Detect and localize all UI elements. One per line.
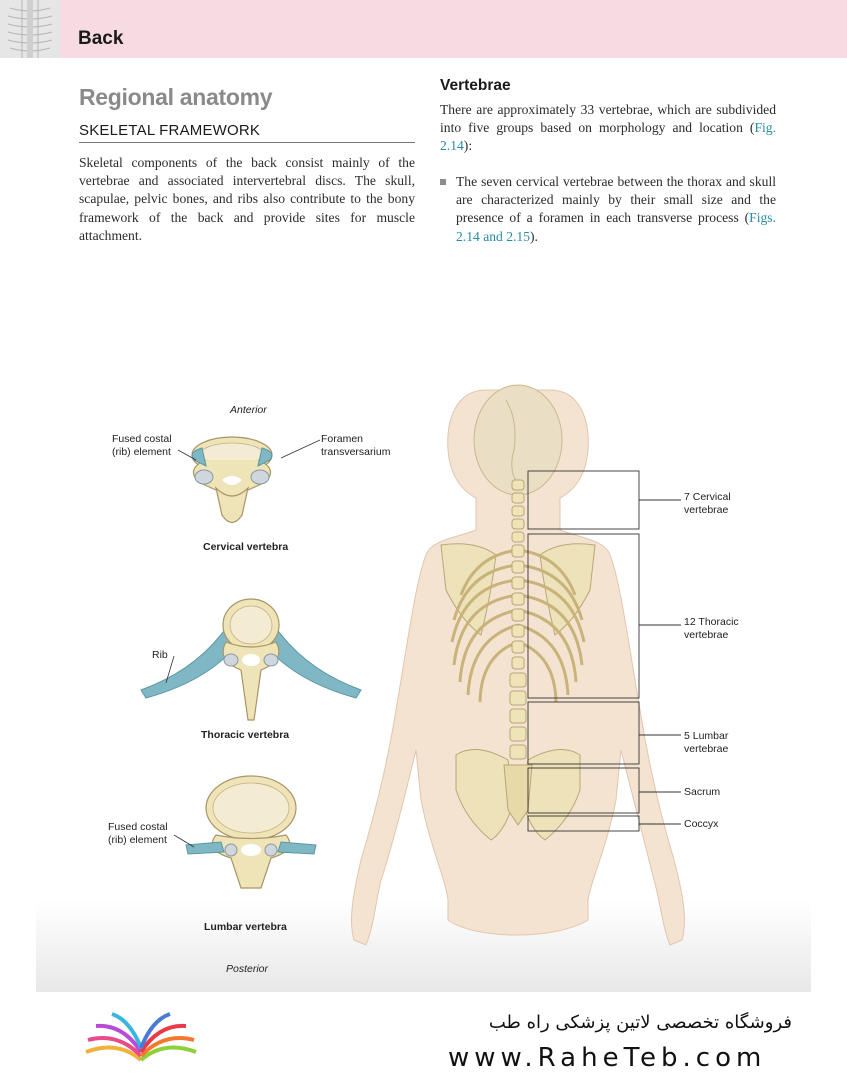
fused-costal-label-1: Fused costal (rib) element	[112, 433, 172, 458]
vertebral-column-figure: Anterior Fused costal (rib) element Fora…	[36, 380, 811, 992]
chapter-title: Back	[78, 28, 124, 49]
lumbar-vertebra-caption: Lumbar vertebra	[204, 921, 287, 933]
fused-costal-label-2: Fused costal (rib) element	[108, 821, 168, 846]
page-header: Back	[0, 0, 847, 58]
cervical-group-label: 7 Cervical vertebrae	[684, 491, 731, 516]
vertebrae-heading: Vertebrae	[440, 77, 511, 94]
figures-link[interactable]: Figs. 2.14 and 2.15	[456, 210, 776, 244]
cervical-bullet: The seven cervical vertebrae between the…	[440, 173, 776, 246]
sacrum-label: Sacrum	[684, 786, 721, 798]
vertebrae-paragraph: There are approximately 33 vertebrae, wh…	[440, 102, 776, 154]
figure-link[interactable]: Fig. 2.14	[440, 120, 776, 154]
website-url[interactable]: www.RaheTeb.com	[448, 1043, 767, 1073]
section-heading: Regional anatomy	[79, 84, 273, 110]
bullet-marker	[440, 179, 446, 185]
spine-thumbnail	[0, 0, 60, 58]
lumbar-vertebra-illustration	[185, 775, 317, 889]
posterior-label: Posterior	[226, 963, 269, 975]
cervical-vertebra-illustration	[191, 436, 273, 524]
cervical-vertebra-caption: Cervical vertebra	[203, 541, 289, 553]
thoracic-vertebra-illustration	[140, 598, 362, 721]
store-name: فروشگاه تخصصی لاتین پزشکی راه طب	[488, 1012, 792, 1033]
foramen-transversarium-label: Foramen transversarium	[321, 433, 391, 458]
thoracic-group-label: 12 Thoracic vertebrae	[684, 616, 739, 641]
lumbar-group-label: 5 Lumbar vertebrae	[684, 730, 729, 755]
subsection-heading: SKELETAL FRAMEWORK	[79, 122, 261, 139]
heading-rule	[79, 142, 415, 143]
anterior-label: Anterior	[230, 404, 267, 416]
rib-label: Rib	[152, 649, 168, 661]
coccyx-label: Coccyx	[684, 818, 719, 830]
skeletal-paragraph: Skeletal components of the back consist …	[79, 155, 415, 243]
book-logo-icon	[78, 1010, 204, 1066]
thoracic-vertebra-caption: Thoracic vertebra	[201, 729, 290, 741]
